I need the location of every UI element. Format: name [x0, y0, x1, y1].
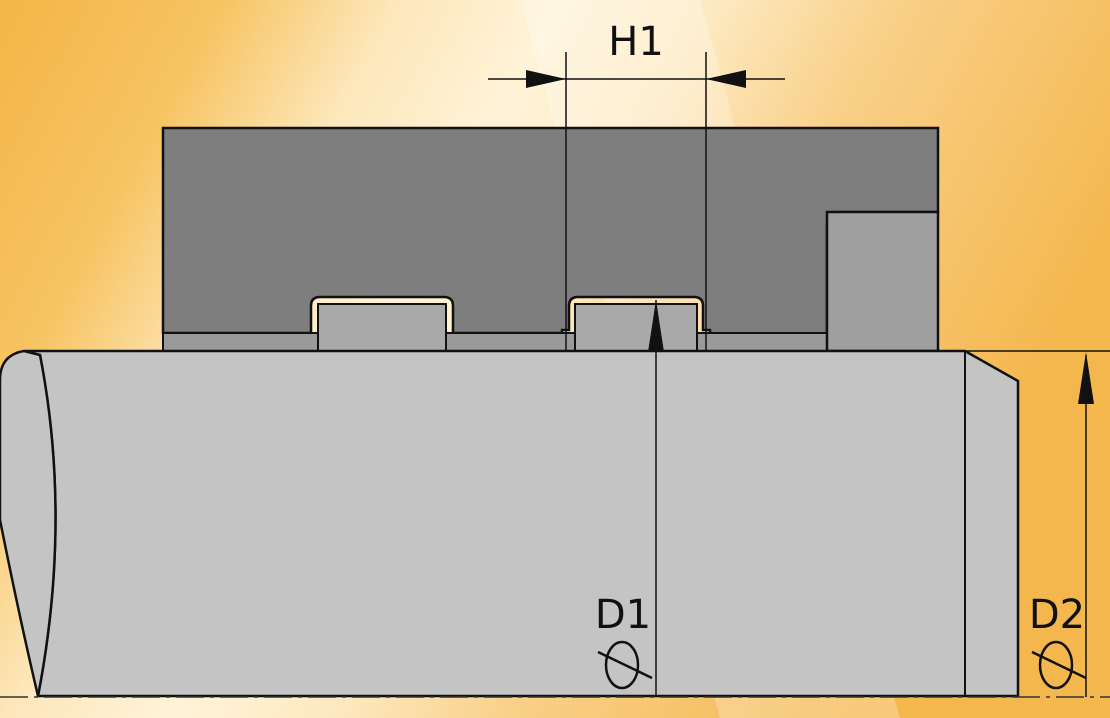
seal-lip-center: [574, 303, 698, 352]
housing-body: [161, 126, 940, 352]
housing-lower-strip: [162, 332, 828, 352]
h1-arrow-left: [526, 70, 566, 88]
d1-diameter-symbol-slash: [597, 650, 653, 680]
backup-ring: [825, 210, 940, 353]
d2-arrow: [1078, 352, 1094, 404]
h1-arrow-right: [706, 70, 746, 88]
d1-label: D1: [595, 592, 651, 638]
d2-label: D2: [1029, 592, 1085, 638]
d2-diameter-symbol-circle: [1038, 640, 1074, 690]
shaft-break-edge: [0, 349, 57, 697]
d1-diameter-symbol-circle: [604, 640, 640, 690]
shaft-body: [23, 349, 1020, 698]
h1-label: H1: [608, 19, 664, 65]
d1-arrow: [648, 300, 664, 352]
d2-diameter-symbol-slash: [1031, 650, 1087, 680]
seal-lip-left: [317, 303, 447, 352]
